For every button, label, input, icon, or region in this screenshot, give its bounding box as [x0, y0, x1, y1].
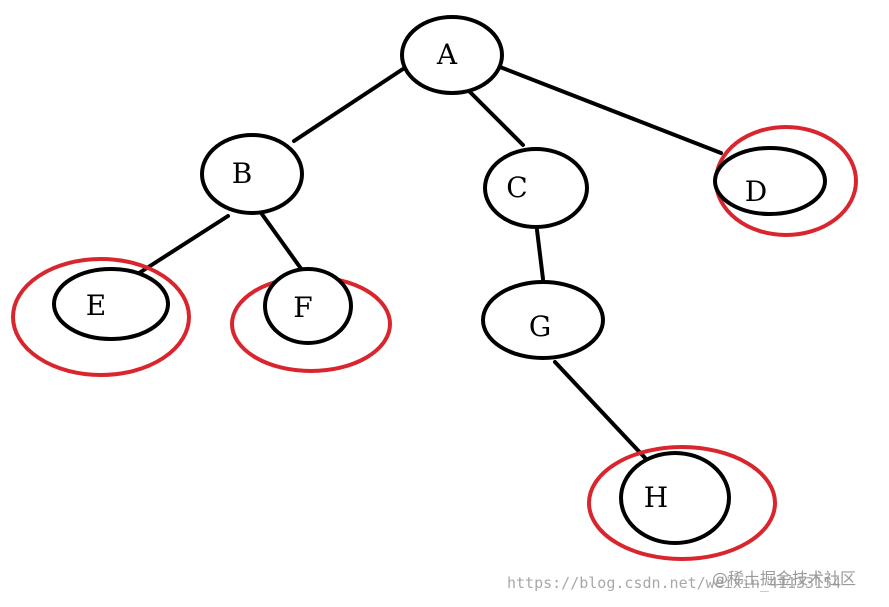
node-c-label: C: [506, 171, 527, 204]
node-g-shape: [481, 280, 605, 360]
node-a: A: [400, 15, 504, 95]
node-b-shape: [200, 133, 304, 215]
node-f-shape: [263, 267, 353, 345]
node-g: G: [481, 280, 605, 360]
edges-layer: [134, 65, 723, 462]
node-c: C: [483, 147, 589, 229]
node-c-shape: [483, 147, 589, 229]
edge-a-b: [292, 65, 408, 143]
edge-b-f: [257, 208, 304, 272]
node-h-shape: [619, 451, 731, 545]
watermark-url: https://blog.csdn.net/weixin_41133154: [507, 574, 841, 592]
nodes-layer: A B C D E F G H: [52, 15, 827, 545]
edge-c-g: [535, 228, 545, 281]
edge-a-d: [498, 65, 723, 155]
node-e-label: E: [86, 289, 106, 322]
node-b-label: B: [232, 157, 253, 190]
watermark-brand: @稀土掘金技术社区: [712, 569, 856, 588]
node-d-label: D: [745, 175, 767, 208]
leaf-highlight-e: [11, 257, 191, 377]
node-h-label: H: [644, 481, 668, 514]
node-g-label: G: [529, 310, 551, 343]
edge-b-e: [134, 214, 230, 277]
node-d-shape: [713, 146, 827, 216]
node-a-shape: [400, 15, 504, 95]
leaf-highlight-h: [587, 445, 777, 561]
highlight-layer: [11, 125, 858, 561]
node-b: B: [200, 133, 304, 215]
node-f-label: F: [293, 291, 312, 324]
edge-g-h: [553, 360, 649, 462]
node-e-shape: [52, 267, 170, 341]
edge-a-c: [466, 88, 525, 147]
node-f: F: [263, 267, 353, 345]
node-a-label: A: [436, 38, 458, 71]
node-e: E: [52, 267, 170, 341]
node-d: D: [713, 146, 827, 216]
node-h: H: [619, 451, 731, 545]
